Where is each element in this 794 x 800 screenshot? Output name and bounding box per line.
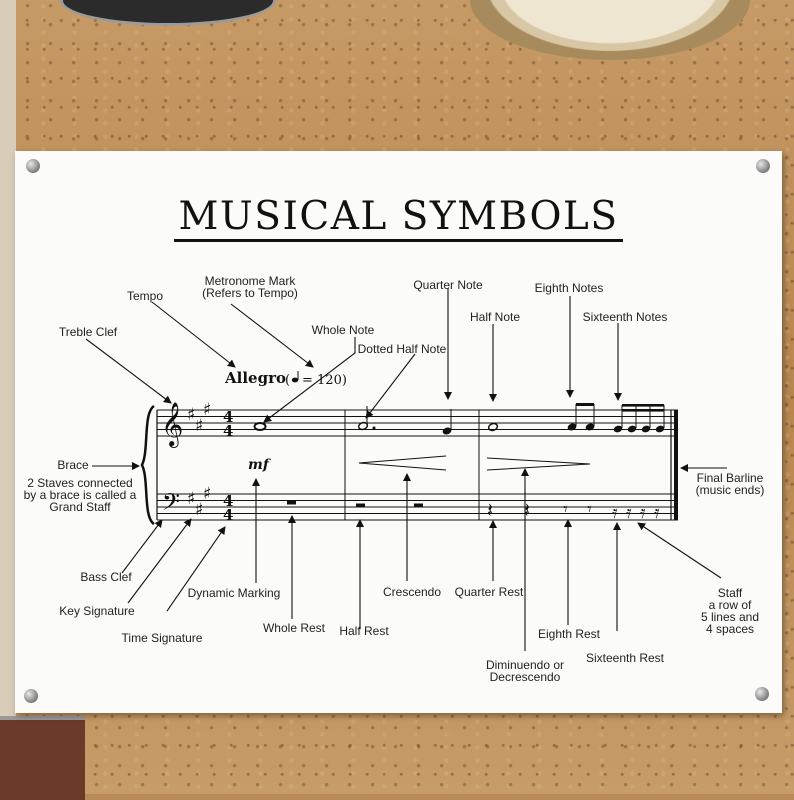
wall-edge bbox=[0, 0, 16, 794]
svg-text:♯: ♯ bbox=[203, 484, 211, 504]
label-final-barline: Final Barline bbox=[697, 471, 764, 485]
treble-staff bbox=[157, 409, 678, 437]
label-dotted-half-note: Dotted Half Note bbox=[358, 342, 447, 356]
label-half-rest: Half Rest bbox=[339, 624, 389, 638]
music-diagram: 𝄞 𝄢 ♯ ♯ ♯ ♯ ♯ ♯ 4 4 4 4 Allegro ( = 120) bbox=[24, 274, 765, 684]
dynamic-marking-text: mf bbox=[248, 457, 272, 473]
label-staff-desc-2: 5 lines and bbox=[701, 610, 759, 624]
label-staff-desc-3: 4 spaces bbox=[706, 622, 754, 636]
svg-text:4: 4 bbox=[223, 408, 233, 426]
svg-text:4: 4 bbox=[223, 506, 233, 524]
poster-title: MUSICAL SYMBOLS bbox=[15, 194, 782, 242]
svg-text:♯: ♯ bbox=[195, 500, 203, 520]
whole-note-icon bbox=[253, 422, 267, 431]
sixteenth-notes-icon bbox=[613, 404, 665, 433]
svg-text:♯: ♯ bbox=[195, 416, 203, 436]
label-arrows bbox=[85, 288, 727, 651]
pin-icon bbox=[755, 687, 769, 701]
time-signature-bass: 4 4 bbox=[223, 492, 233, 524]
label-treble-clef: Treble Clef bbox=[59, 325, 118, 339]
svg-text:4: 4 bbox=[223, 492, 233, 510]
label-quarter-rest: Quarter Rest bbox=[455, 585, 524, 599]
treble-clef-icon: 𝄞 bbox=[161, 402, 183, 448]
musical-symbols-poster: MUSICAL SYMBOLS bbox=[15, 151, 782, 713]
svg-text:♯: ♯ bbox=[203, 400, 211, 420]
barlines bbox=[156, 410, 678, 520]
quarter-rest-icon: 𝄽 bbox=[487, 498, 493, 522]
label-diminuendo: Diminuendo or bbox=[486, 658, 564, 672]
sixteenth-rest-icon: 𝄿 bbox=[654, 502, 660, 523]
label-crescendo: Crescendo bbox=[383, 585, 441, 599]
label-half-note: Half Note bbox=[470, 310, 520, 324]
half-note-icon bbox=[487, 422, 499, 432]
label-time-signature: Time Signature bbox=[122, 631, 203, 645]
eighth-rest-icon: 𝄾 bbox=[587, 499, 592, 520]
pin-icon bbox=[24, 689, 38, 703]
drum-kit-decoration bbox=[0, 716, 85, 800]
label-sixteenth-rest: Sixteenth Rest bbox=[586, 651, 665, 665]
label-grand-staff-2: by a brace is called a bbox=[24, 488, 137, 502]
label-staff-desc-1: a row of bbox=[709, 598, 752, 612]
crescendo-symbol bbox=[358, 455, 447, 471]
label-brace: Brace bbox=[57, 458, 89, 472]
sixteenth-rest-icon: 𝄿 bbox=[626, 502, 632, 523]
label-decrescendo: Decrescendo bbox=[490, 670, 561, 684]
label-whole-rest: Whole Rest bbox=[263, 621, 326, 635]
svg-text:♯: ♯ bbox=[187, 489, 195, 509]
tempo-text: Allegro bbox=[224, 369, 286, 387]
metronome-mark: ( = 120) bbox=[285, 371, 347, 388]
label-grand-staff-3: Grand Staff bbox=[49, 500, 111, 514]
eighth-rest-icon: 𝄾 bbox=[563, 499, 568, 520]
diminuendo-symbol bbox=[486, 457, 591, 471]
sixteenth-rest-icon: 𝄿 bbox=[612, 502, 618, 523]
svg-text:4: 4 bbox=[223, 422, 233, 440]
brace-symbol bbox=[140, 404, 155, 526]
pin-icon bbox=[756, 159, 770, 173]
label-eighth-rest: Eighth Rest bbox=[538, 627, 601, 641]
key-signature-bass: ♯ ♯ ♯ bbox=[187, 484, 211, 520]
label-quarter-note: Quarter Note bbox=[413, 278, 483, 292]
label-metronome-mark-note: (Refers to Tempo) bbox=[202, 286, 298, 300]
half-rest-icon bbox=[414, 503, 423, 508]
label-whole-note: Whole Note bbox=[312, 323, 375, 337]
label-metronome-mark: Metronome Mark bbox=[205, 274, 297, 288]
svg-text:♯: ♯ bbox=[187, 405, 195, 425]
pin-icon bbox=[26, 159, 40, 173]
quarter-note-icon bbox=[442, 409, 452, 435]
label-dynamic-marking: Dynamic Marking bbox=[188, 586, 281, 600]
eighth-notes-icon bbox=[567, 403, 595, 431]
label-staff: Staff bbox=[718, 586, 743, 600]
label-key-signature: Key Signature bbox=[59, 604, 135, 618]
diagram-labels: Metronome Mark (Refers to Tempo) Tempo T… bbox=[24, 274, 765, 684]
label-bass-clef: Bass Clef bbox=[80, 570, 132, 584]
label-sixteenth-notes: Sixteenth Notes bbox=[583, 310, 668, 324]
label-final-barline-note: (music ends) bbox=[696, 483, 765, 497]
quarter-rest-icon: 𝄽 bbox=[524, 498, 530, 522]
key-signature-treble: ♯ ♯ ♯ bbox=[187, 400, 211, 436]
label-grand-staff-1: 2 Staves connected bbox=[27, 476, 132, 490]
label-tempo: Tempo bbox=[127, 289, 163, 303]
label-eighth-notes: Eighth Notes bbox=[535, 281, 604, 295]
svg-text:(: ( bbox=[285, 373, 290, 388]
half-rest-icon bbox=[356, 503, 365, 508]
time-signature-treble: 4 4 bbox=[223, 408, 233, 440]
svg-text:= 120): = 120) bbox=[302, 373, 347, 388]
whole-rest-icon bbox=[287, 500, 296, 505]
bass-clef-icon: 𝄢 bbox=[162, 488, 180, 521]
sixteenth-rest-icon: 𝄿 bbox=[640, 502, 646, 523]
